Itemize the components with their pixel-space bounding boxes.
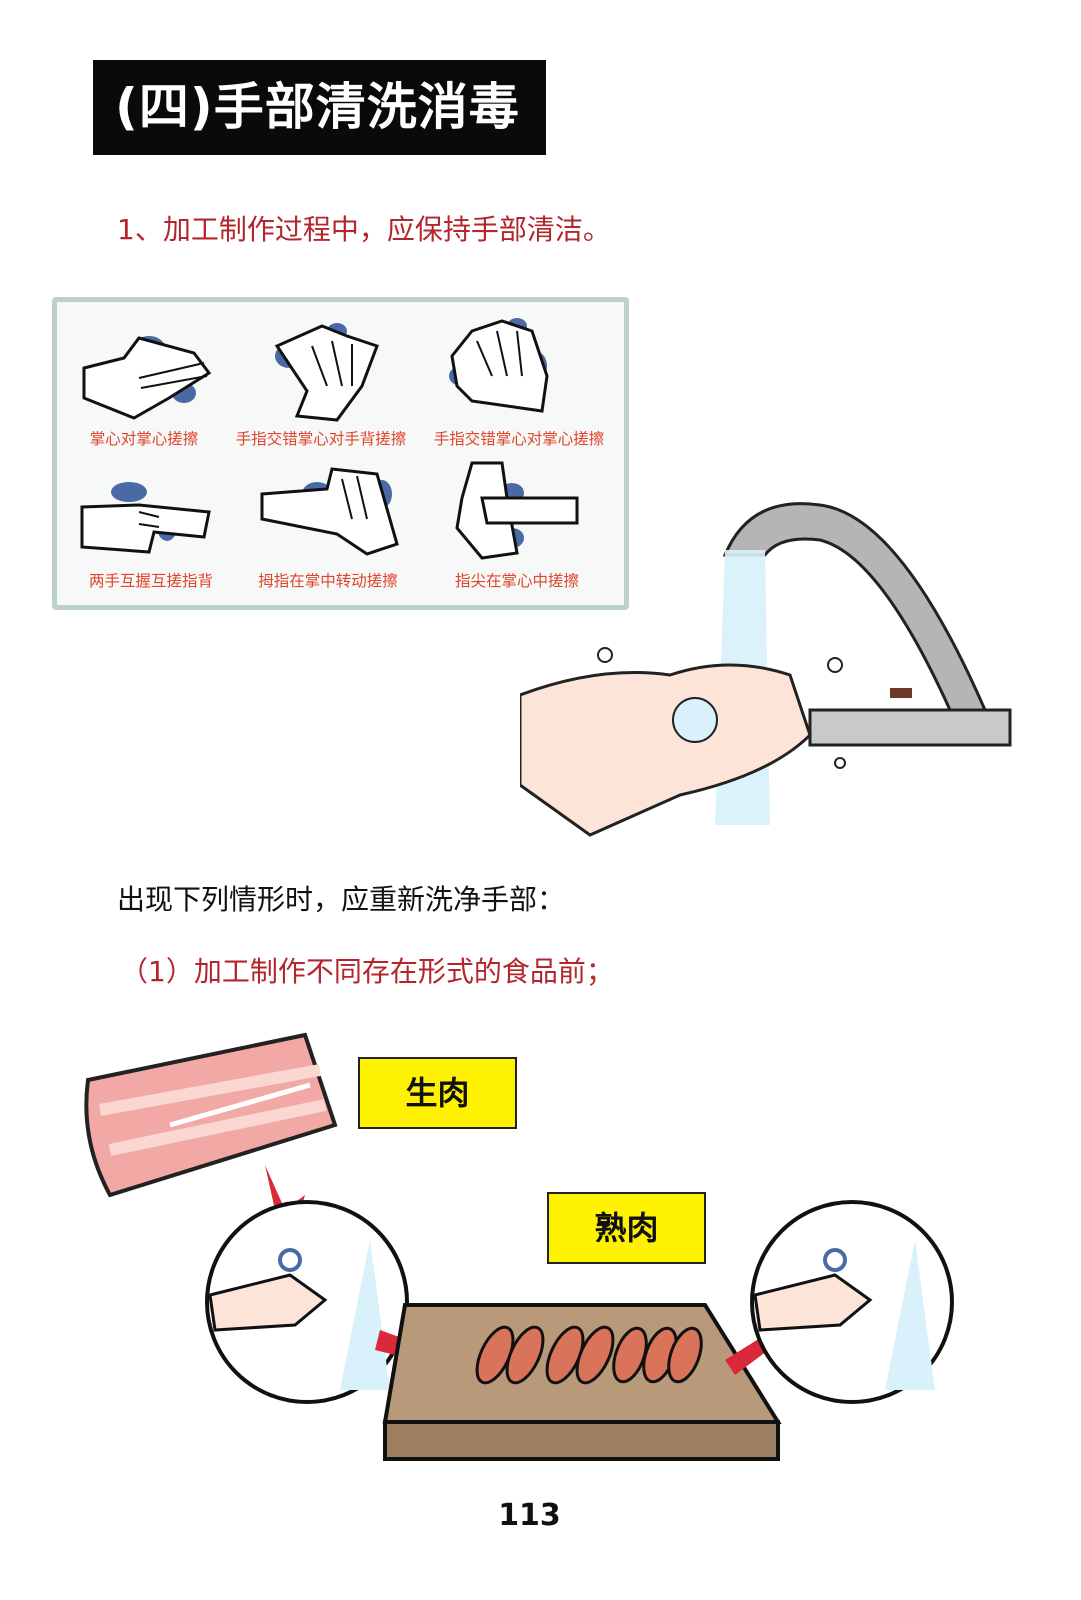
hand-wash-sequence-illustration [205,1165,954,1461]
fingertips-icon [455,461,579,560]
interlaced-fingers-icon [449,318,549,413]
step-label: 手指交错掌心对掌心搓擦 [433,430,605,448]
thumb-rotation-icon [260,467,399,556]
cooked-meat-label: 熟肉 [547,1192,706,1264]
case-1: （1）加工制作不同存在形式的食品前； [120,955,614,988]
rewash-intro: 出现下列情形时，应重新洗净手部： [117,883,566,916]
raw-meat-illustration [84,1032,338,1198]
step-label: 手指交错掌心对手背搓擦 [235,430,407,448]
step-label: 掌心对掌心搓擦 [89,430,199,448]
handwashing-faucet-illustration [520,502,1012,837]
step-label: 两手互握互搓指背 [88,572,214,590]
handwash-steps-panel: 掌心对掌心搓擦 手指交错掌心对手背搓擦 手指交错掌心对掌心搓擦 两手互握互搓指背… [52,297,629,610]
step-label: 拇指在掌中转动搓擦 [258,572,398,590]
backs-of-fingers-icon [80,482,211,554]
point-1-heading: 1、加工制作过程中，应保持手部清洁。 [117,213,611,246]
step-label: 指尖在掌心中搓擦 [454,572,580,590]
palm-over-back-icon [274,323,379,422]
raw-meat-label: 生肉 [358,1057,517,1129]
section-title: (四)手部清洗消毒 [93,60,546,155]
page-number: 113 [498,1498,561,1533]
palm-to-palm-icon [82,336,212,420]
